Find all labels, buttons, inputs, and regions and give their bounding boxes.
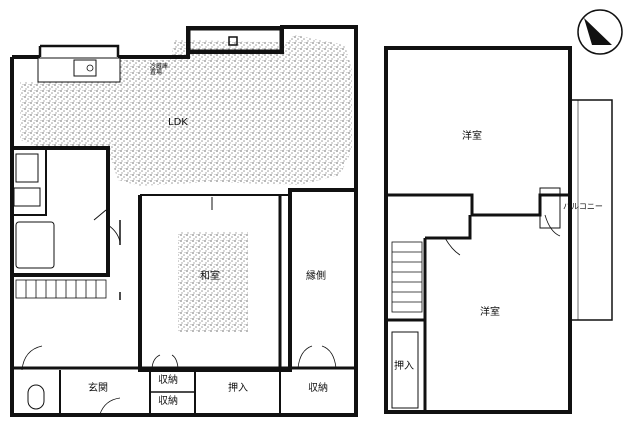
room-label-engawa: 縁側 bbox=[306, 271, 326, 282]
room-label-oshiire: 押入 bbox=[228, 383, 248, 394]
room-label-shuno-small-1: 収納 bbox=[158, 375, 178, 386]
room-label-youshitsu-lower: 洋室 bbox=[480, 307, 500, 318]
stairs-floor2 bbox=[391, 241, 423, 313]
room-label-shuno-small-2: 収納 bbox=[158, 396, 178, 407]
kitchen-note: 冷蔵庫 置場 bbox=[150, 63, 169, 76]
stairs-floor1 bbox=[15, 279, 107, 299]
room-label-washitsu: 和室 bbox=[200, 271, 220, 282]
kitchen-counter bbox=[37, 57, 121, 83]
outer-wall bbox=[10, 25, 358, 417]
room-label-shuno: 収納 bbox=[308, 383, 328, 394]
room-label-genkan: 玄関 bbox=[88, 383, 108, 394]
washbasin bbox=[15, 153, 39, 183]
floor-2 bbox=[384, 46, 613, 414]
balcony bbox=[569, 99, 613, 321]
room-label-ldk: LDK bbox=[168, 117, 188, 128]
bathtub bbox=[15, 221, 55, 269]
washitsu-tatami bbox=[178, 232, 248, 332]
floor-1 bbox=[10, 25, 358, 417]
room-label-balcony: バルコニー bbox=[563, 202, 603, 211]
room-label-youshitsu-upper: 洋室 bbox=[462, 131, 482, 142]
north-arrow-icon bbox=[577, 9, 623, 55]
room-label-oshiire-2f: 押入 bbox=[394, 361, 414, 372]
